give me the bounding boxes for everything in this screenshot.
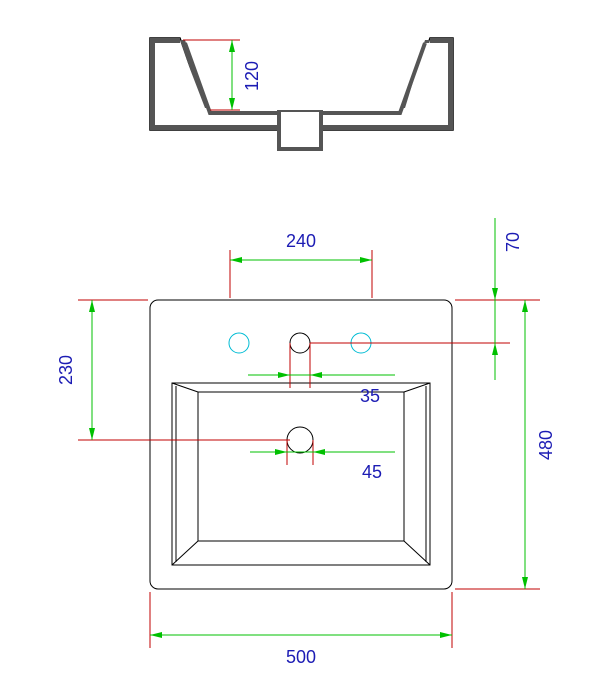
section-wall-left	[150, 38, 155, 125]
section-wall-right	[448, 38, 453, 125]
bowl-outer-edge	[171, 382, 431, 566]
length-label: 480	[536, 430, 556, 460]
basin-outline	[149, 299, 453, 590]
drain-hole-label: 45	[362, 462, 382, 482]
section-rim-right	[430, 38, 453, 43]
section-bowl-line	[183, 42, 427, 115]
section-rim-left	[150, 38, 180, 43]
drain-offset-label: 230	[56, 355, 76, 385]
tap-hole-left	[228, 332, 250, 354]
width-label: 500	[286, 647, 316, 667]
back-offset-label: 70	[503, 232, 523, 252]
section-cavity	[155, 43, 448, 120]
tap-hole-center	[289, 332, 311, 354]
section-view: 120	[149, 37, 454, 151]
depth-label: 120	[242, 61, 262, 91]
drain-hole	[286, 426, 314, 454]
tap-hole-label: 35	[360, 386, 380, 406]
plan-view: 240 70 230 35 45 480	[56, 218, 556, 667]
tap-spacing-label: 240	[286, 231, 316, 251]
